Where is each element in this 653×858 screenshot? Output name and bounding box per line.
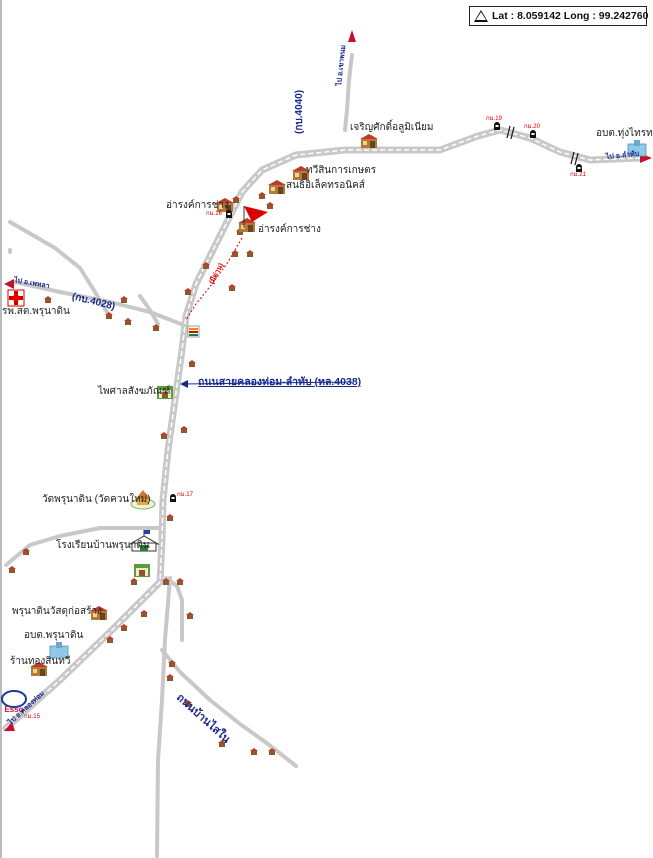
label-electronics: สนธิอิเล็คทรอนิคส์ [286, 180, 365, 191]
km-post-icons [170, 122, 582, 502]
house-icon [266, 202, 274, 209]
coordinates-text: Lat : 8.059142 Long : 99.242760 [492, 10, 649, 22]
shop-icon [90, 606, 108, 620]
house-icon [152, 324, 160, 331]
house-icon [176, 578, 184, 585]
road-sai-nai [155, 576, 172, 858]
house-icon [258, 192, 266, 199]
sao-prunadin-icon [49, 642, 69, 659]
road-label-4040: (กบ.4040) [294, 89, 305, 134]
km-label-16: กม.16 [206, 211, 222, 217]
label-hospital: รพ.สต.พรุนาดิน [2, 306, 70, 317]
main-road-4038 [2, 126, 644, 732]
house-icon [160, 432, 168, 439]
label-aluminium: เจริญศักดิ์อลูมิเนียม [350, 122, 434, 133]
label-gold-shop: ร้านทองสินทวี [10, 656, 71, 667]
house-icon [124, 318, 132, 325]
esso-icon [1, 690, 27, 708]
house-icon [120, 296, 128, 303]
km-post-icon [530, 130, 536, 138]
label-sao-thungsai: อบต.ทุ่งไทรทอง [596, 128, 653, 139]
road-west-school [4, 526, 164, 567]
market-icon-2 [134, 564, 150, 577]
shop-icon [360, 134, 378, 148]
house-icon [231, 250, 239, 257]
label-school: โรงเรียนบ้านพรุนาดิน [56, 540, 150, 551]
km-post-icon [170, 494, 176, 502]
label-construction: พรุนาดินวัสดุก่อสร้าง [12, 606, 102, 617]
house-icon [180, 426, 188, 433]
label-market: ไพศาลสังฆภัณฑ์ [98, 386, 171, 397]
shop-icon [292, 166, 310, 180]
house-icon [120, 624, 128, 631]
label-agri: ทวีสินการเกษตร [306, 165, 377, 176]
km-label-19: กม.19 [486, 116, 502, 122]
road-4040 [343, 53, 354, 132]
school-icon [128, 530, 160, 552]
shop-icon [238, 218, 256, 232]
house-icon [246, 250, 254, 257]
road-west-2 [138, 294, 160, 326]
km-label-21: กม.21 [570, 172, 586, 178]
km-post-icon [494, 122, 500, 130]
km-post-icon [226, 210, 232, 218]
shop-icons [30, 134, 378, 676]
road-label-4038: ถนนสายคลองท่อม-ลำทับ (ทล.4038) [198, 376, 362, 388]
house-icon [105, 312, 113, 319]
shop-icon [30, 662, 48, 676]
house-icon [232, 196, 240, 203]
house-icon [140, 610, 148, 617]
house-icons [8, 184, 282, 755]
house-icon [162, 578, 170, 585]
km-label-20: กม.20 [524, 124, 540, 130]
house-icon [130, 578, 138, 585]
house-icon [168, 660, 176, 667]
house-icon [250, 748, 258, 755]
house-icon [218, 740, 226, 747]
label-mechanic-1: อ่ารงค์การช่าง [166, 200, 229, 211]
warning-icon: ! [474, 10, 488, 22]
label-temple: วัดพรุนาดิน (วัดควนใหม่) [42, 494, 151, 505]
secondary-roads [4, 53, 354, 858]
arrow-southwest [4, 722, 15, 731]
house-icon [166, 514, 174, 521]
seven-eleven-icon [187, 325, 200, 338]
sao-thungsai-icon [627, 140, 647, 157]
esso-label: Esso [4, 705, 23, 714]
market-icon [157, 386, 173, 399]
label-mechanic-2: อ่ารงค์การช่าง [258, 224, 321, 235]
km-label-17: กม.17 [177, 492, 193, 498]
house-icon [186, 612, 194, 619]
hospital-icon [7, 289, 25, 307]
coordinates-box: ! Lat : 8.059142 Long : 99.242760 [469, 6, 649, 26]
house-icon [184, 288, 192, 295]
label-sao-prunadin: อบต.พรุนาดิน [24, 630, 84, 641]
arrow-north [348, 30, 356, 42]
temple-icon [130, 490, 156, 510]
pointer-arrowhead [180, 380, 188, 388]
road-4028 [13, 280, 188, 328]
road-southeast [160, 648, 298, 768]
km-label-15: กม.15 [24, 714, 40, 720]
shop-icon [268, 180, 286, 194]
house-icon [228, 284, 236, 291]
bridge-icons [506, 125, 579, 166]
house-icon [268, 748, 276, 755]
road-label-pointer [181, 381, 353, 385]
house-icon [188, 360, 196, 367]
house-icon [184, 700, 192, 707]
house-icon [22, 548, 30, 555]
checkpoint-flag-icon [244, 206, 268, 222]
km-post-icon [576, 164, 582, 172]
house-icon [106, 636, 114, 643]
shop-icon [216, 198, 234, 212]
house-icon [8, 566, 16, 573]
house-icon [202, 262, 210, 269]
arrow-west [4, 279, 14, 289]
house-icon [44, 296, 52, 303]
house-icon [166, 674, 174, 681]
